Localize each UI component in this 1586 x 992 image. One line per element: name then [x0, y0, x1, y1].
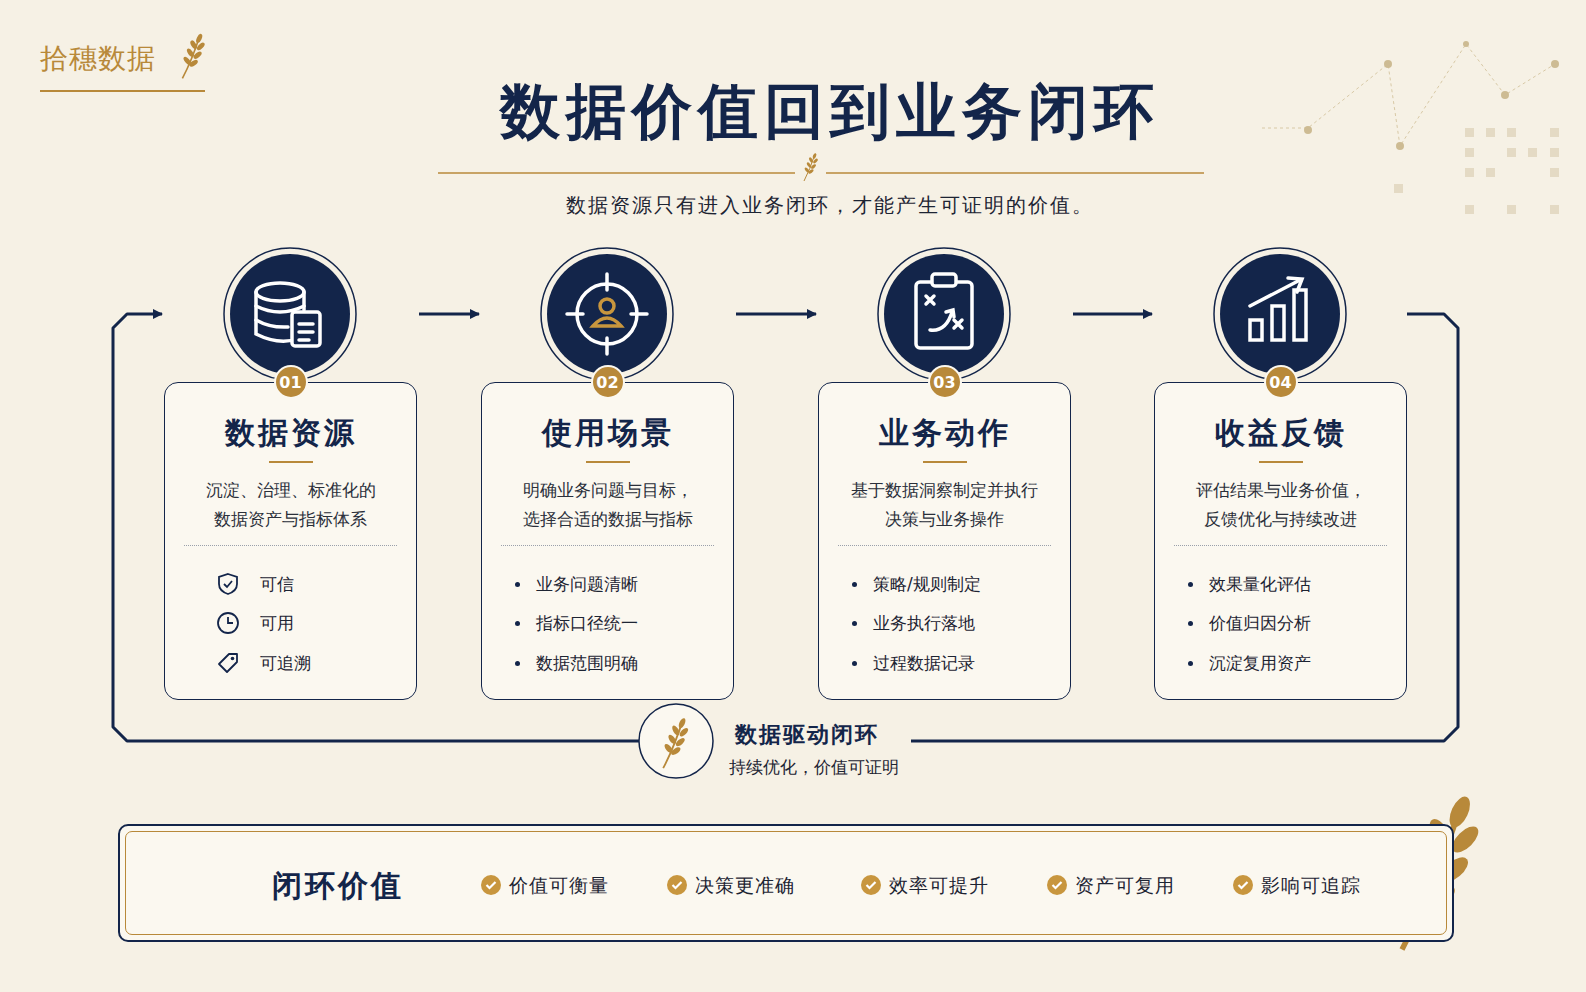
card-title: 业务动作 — [879, 413, 1011, 454]
card-description: 沉淀、治理、标准化的 数据资产与指标体系 — [205, 476, 377, 534]
connector — [1073, 313, 1152, 316]
bullet-dot — [1188, 621, 1193, 626]
bullet-text: 指标口径统一 — [536, 611, 638, 635]
check-icon — [1233, 875, 1253, 899]
card-description: 基于数据洞察制定并执行 决策与业务操作 — [850, 476, 1039, 534]
check-icon — [1047, 875, 1067, 899]
dotted-divider — [838, 545, 1051, 546]
callout-number: 01 — [279, 373, 301, 392]
value-item: 影响可追踪 — [1261, 873, 1361, 899]
connector — [736, 313, 816, 316]
bullet-icon — [216, 611, 240, 639]
step-card: 01 数据资源沉淀、治理、标准化的 数据资产与指标体系可信可用可追溯 — [164, 247, 417, 700]
bullet-dot — [1188, 582, 1193, 587]
bullet-text: 业务执行落地 — [873, 611, 975, 635]
bullet-text: 过程数据记录 — [873, 651, 975, 675]
bullet-text: 沉淀复用资产 — [1209, 651, 1311, 675]
band-title: 闭环价值 — [272, 866, 404, 907]
title-underline — [269, 461, 313, 463]
bullet-text: 可用 — [260, 611, 294, 635]
value-item: 决策更准确 — [695, 873, 795, 899]
dotted-divider — [501, 545, 714, 546]
bullet-text: 效果量化评估 — [1209, 572, 1311, 596]
dotted-divider — [1174, 545, 1387, 546]
callout-number: 03 — [933, 373, 955, 392]
bullet-dot — [515, 661, 520, 666]
loop-title: 数据驱动闭环 — [735, 720, 879, 750]
value-item: 效率可提升 — [889, 873, 989, 899]
callout-number: 04 — [1269, 373, 1291, 392]
bullet-text: 可信 — [260, 572, 294, 596]
bullet-text: 数据范围明确 — [536, 651, 638, 675]
value-item: 价值可衡量 — [509, 873, 609, 899]
bullet-text: 可追溯 — [260, 651, 311, 675]
check-icon — [861, 875, 881, 899]
title: 数据价值回到业务闭环 — [500, 72, 1160, 153]
title-underline — [923, 461, 967, 463]
card-title: 收益反馈 — [1215, 413, 1347, 454]
bullet-text: 策略/规则制定 — [873, 572, 981, 596]
value-band: 闭环价值 价值可衡量 决策更准确 效率可提升 资产可复用 影响可追踪 — [118, 824, 1454, 942]
loop-subtitle: 持续优化，价值可证明 — [729, 756, 899, 779]
bullet-dot — [852, 661, 857, 666]
step-card: 04 收益反馈评估结果与业务价值， 反馈优化与持续改进效果量化评估价值归因分析沉淀… — [1154, 247, 1407, 700]
value-item: 资产可复用 — [1075, 873, 1175, 899]
bullet-text: 业务问题清晰 — [536, 572, 638, 596]
callout-number: 02 — [596, 373, 618, 392]
dotted-divider — [184, 545, 397, 546]
check-icon — [481, 875, 501, 899]
brand-label: 拾穗数据 — [40, 40, 156, 78]
bullet-dot — [852, 621, 857, 626]
step-card: 03 业务动作基于数据洞察制定并执行 决策与业务操作策略/规则制定业务执行落地过程… — [818, 247, 1071, 700]
loop-label: 数据驱动闭环持续优化，价值可证明 — [639, 704, 911, 784]
caption: 数据资源只有进入业务闭环，才能产生可证明的价值。 — [566, 192, 1094, 219]
bullet-icon — [216, 651, 240, 679]
connector — [419, 313, 479, 316]
bullet-dot — [852, 582, 857, 587]
title-underline — [1259, 461, 1303, 463]
title-underline — [586, 461, 630, 463]
check-icon — [667, 875, 687, 899]
bullet-dot — [1188, 661, 1193, 666]
bullet-dot — [515, 621, 520, 626]
card-description: 评估结果与业务价值， 反馈优化与持续改进 — [1195, 476, 1367, 534]
bullet-icon — [216, 572, 240, 600]
card-title: 使用场景 — [542, 413, 674, 454]
bullet-dot — [515, 582, 520, 587]
card-description: 明确业务问题与目标， 选择合适的数据与指标 — [522, 476, 694, 534]
step-card: 02 使用场景明确业务问题与目标， 选择合适的数据与指标业务问题清晰指标口径统一数… — [481, 247, 734, 700]
bullet-text: 价值归因分析 — [1209, 611, 1311, 635]
card-title: 数据资源 — [225, 413, 357, 454]
